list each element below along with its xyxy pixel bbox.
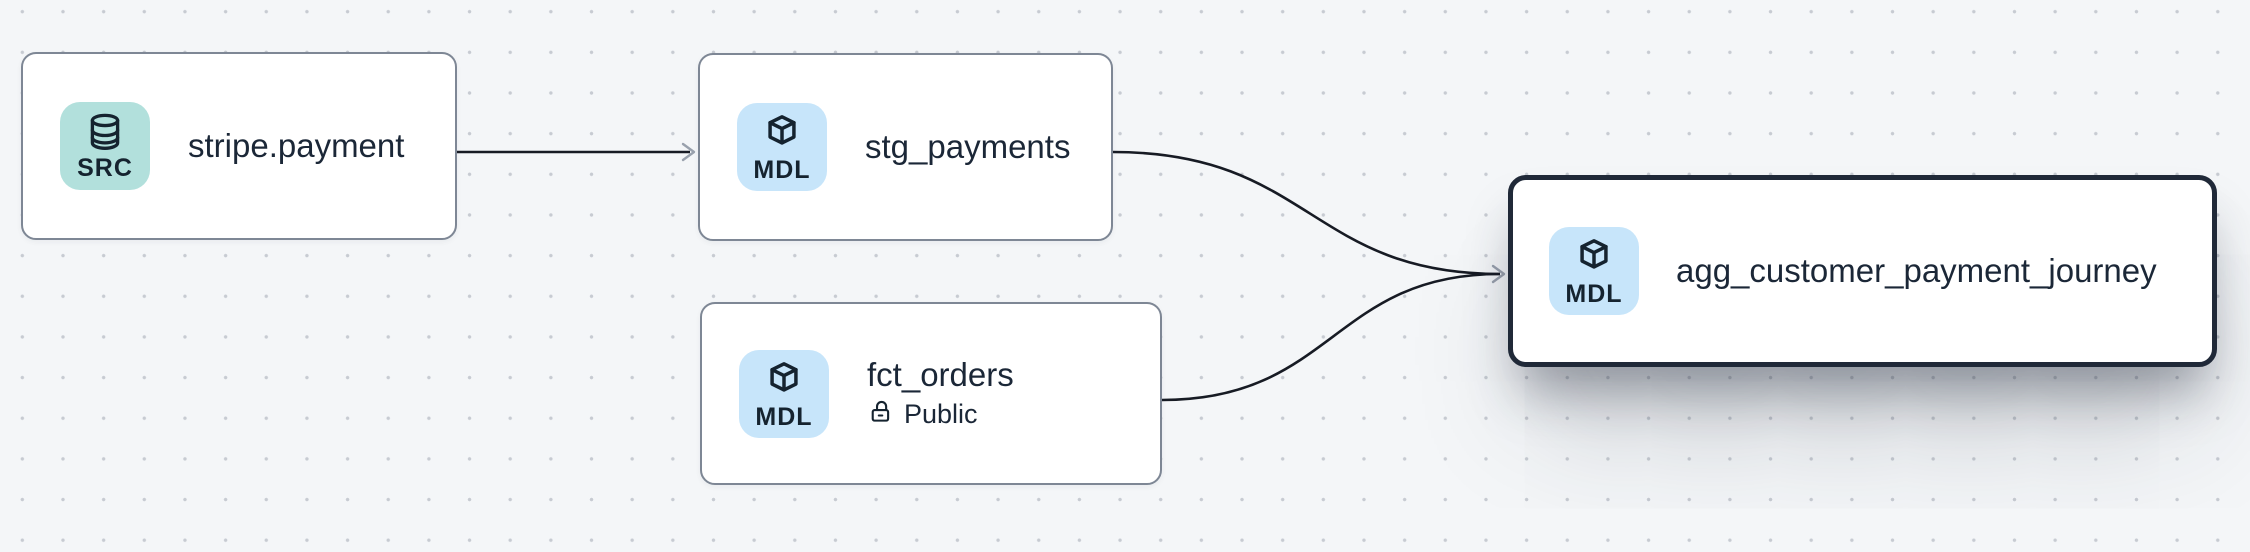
edge-stg-payments-to-agg bbox=[1112, 150, 1501, 276]
cube-icon bbox=[1571, 235, 1617, 279]
model-badge: MDL bbox=[739, 349, 829, 438]
access-label: Public bbox=[904, 398, 978, 429]
node-fct-orders[interactable]: MDL fct_orders Public bbox=[700, 302, 1162, 485]
model-badge: MDL bbox=[1549, 227, 1639, 315]
arrowhead-icon bbox=[1491, 264, 1506, 284]
source-badge: SRC bbox=[60, 102, 150, 190]
node-stg-payments[interactable]: MDL stg_payments bbox=[698, 53, 1113, 241]
badge-label: MDL bbox=[753, 156, 811, 184]
cube-icon bbox=[761, 358, 807, 402]
node-label: stripe.payment bbox=[188, 127, 405, 165]
badge-label: SRC bbox=[77, 154, 133, 182]
edge-fct-orders-to-agg bbox=[1161, 272, 1501, 402]
node-stripe-payment[interactable]: SRC stripe.payment bbox=[21, 52, 457, 240]
model-badge: MDL bbox=[737, 103, 827, 191]
access-row: Public bbox=[867, 398, 1014, 431]
node-label: agg_customer_payment_journey bbox=[1676, 252, 2157, 290]
node-agg-customer-payment-journey[interactable]: MDL agg_customer_payment_journey bbox=[1508, 175, 2217, 367]
node-label: stg_payments bbox=[865, 128, 1071, 166]
badge-label: MDL bbox=[755, 402, 813, 431]
unlock-icon bbox=[867, 398, 895, 431]
arrowhead-icon bbox=[681, 142, 696, 162]
badge-label: MDL bbox=[1565, 280, 1623, 308]
node-label: fct_orders bbox=[867, 356, 1014, 394]
database-icon bbox=[83, 111, 127, 153]
cube-icon bbox=[759, 111, 805, 155]
